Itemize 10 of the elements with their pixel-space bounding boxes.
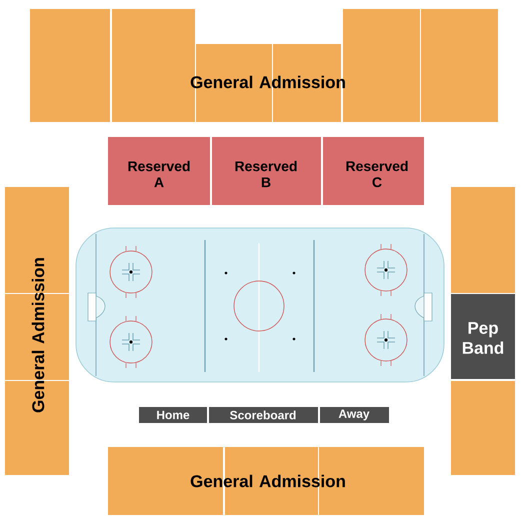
seating-section: Reserved C [323,137,424,205]
seating-section: General Admission [5,187,69,475]
seating-section [451,187,515,293]
label-bar: Scoreboard [209,407,318,423]
label-bar: Away [320,407,389,423]
seating-section: Reserved B [212,137,321,205]
label-bar: Home [139,407,207,423]
seating-section: Reserved A [108,137,210,205]
label-bar: Pep Band [451,294,515,379]
seating-section [451,381,515,475]
